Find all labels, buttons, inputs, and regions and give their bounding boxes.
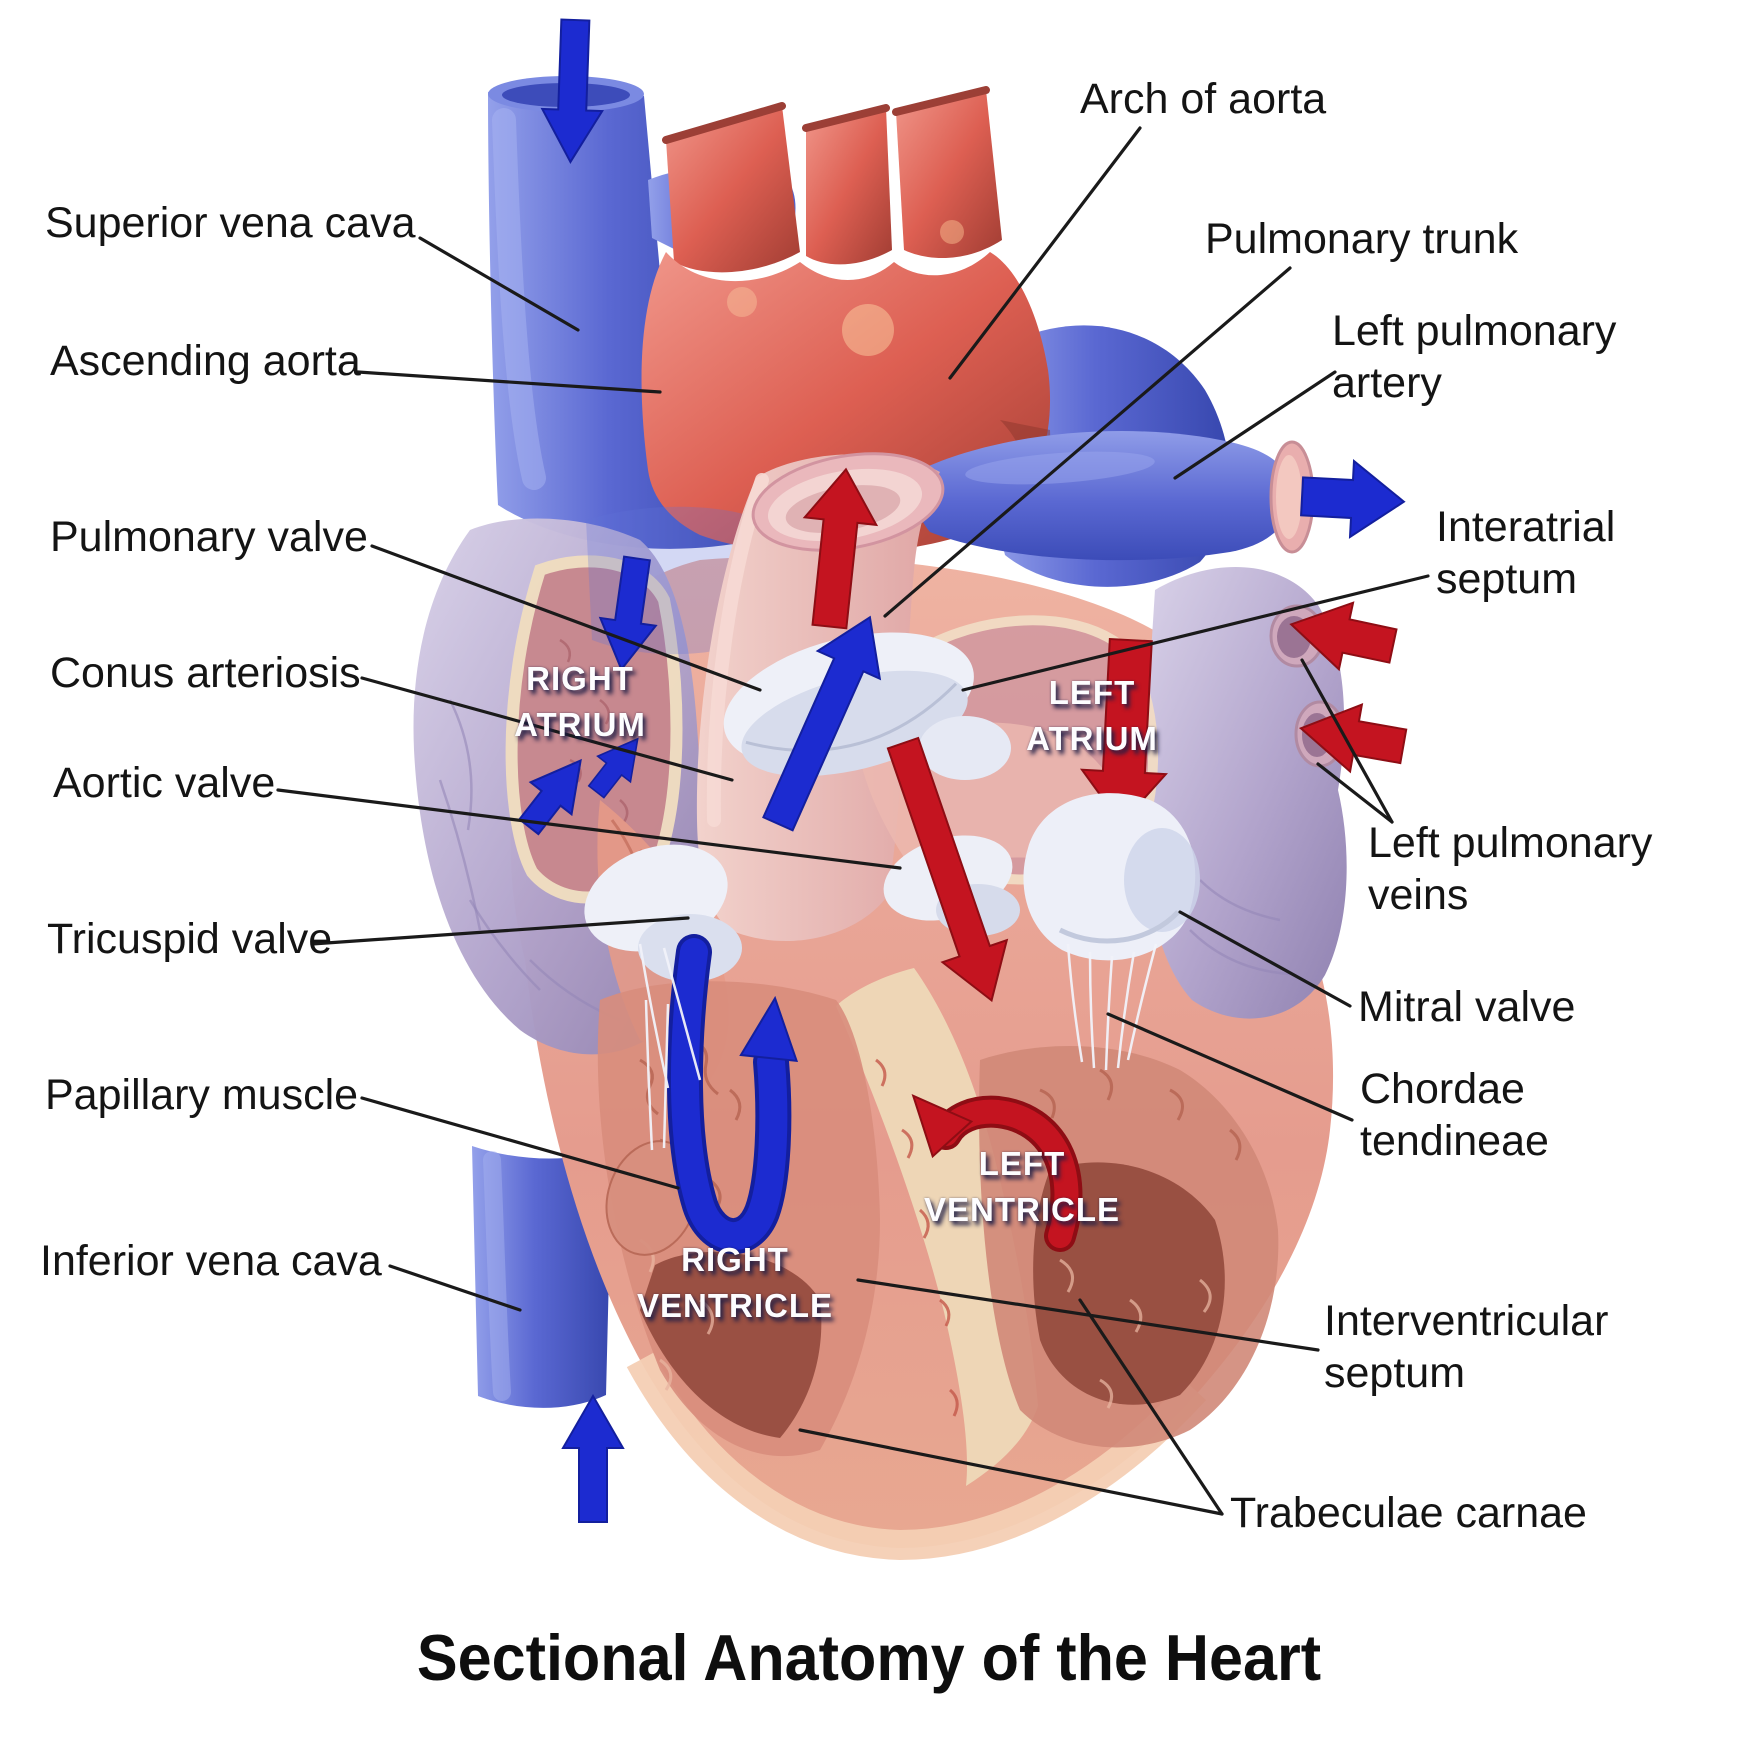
- label-trabeculae-carnae: Trabeculae carnae: [1230, 1489, 1587, 1537]
- leader-interatrial-septum: [961, 574, 1430, 692]
- chamber-label-left-ventricle: LEFT VENTRICLE: [923, 1145, 1120, 1228]
- pulmonary-valve-leaflet: [919, 716, 1011, 780]
- label-superior-vena-cava: Superior vena cava: [45, 199, 416, 247]
- label-left-pulmonary-artery: Left pulmonary artery: [1332, 307, 1617, 407]
- label-arch-of-aorta: Arch of aorta: [1080, 75, 1327, 123]
- chordae-tendineae-strings: [638, 943, 1158, 1151]
- leader-left-pulmonary-veins-1: [1300, 658, 1394, 824]
- label-left-pulmonary-veins: Left pulmonary veins: [1368, 819, 1653, 919]
- leader-left-pulmonary-artery: [1173, 370, 1337, 480]
- leader-interventricular-septum: [856, 1278, 1320, 1352]
- leader-aortic-valve: [276, 788, 902, 870]
- blood-flow-arrow-la-in-upper: [1289, 601, 1398, 672]
- leader-conus-arteriosis: [360, 676, 734, 782]
- label-pulmonary-trunk: Pulmonary trunk: [1205, 215, 1519, 263]
- blood-flow-arrow-svc-in: [540, 18, 604, 164]
- label-pulmonary-valve: Pulmonary valve: [50, 513, 368, 561]
- blood-flow-arrow-ivc-in: [561, 1393, 625, 1523]
- leader-superior-vena-cava: [418, 236, 580, 332]
- figure-title: Sectional Anatomy of the Heart: [416, 1621, 1322, 1694]
- leader-pulmonary-valve: [370, 544, 762, 692]
- label-aortic-valve: Aortic valve: [53, 759, 276, 807]
- leader-ascending-aorta: [356, 370, 662, 394]
- label-tricuspid-valve: Tricuspid valve: [47, 915, 333, 963]
- blood-flow-arrow-lpa-out: [1300, 459, 1406, 539]
- label-interatrial-septum: Interatrial septum: [1436, 503, 1616, 603]
- label-interventricular-septum: Interventricular septum: [1324, 1297, 1609, 1397]
- label-conus-arteriosis: Conus arteriosis: [50, 649, 361, 697]
- blood-flow-arrow-ra-2: [587, 737, 639, 799]
- chamber-label-right-atrium: RIGHT ATRIUM: [514, 660, 646, 743]
- label-chordae-tendineae: Chordae tendineae: [1360, 1065, 1549, 1165]
- label-inferior-vena-cava: Inferior vena cava: [40, 1237, 382, 1285]
- left-pulmonary-artery-vessel: [915, 431, 1315, 561]
- blood-flow-arrow-aortic: [886, 736, 1009, 1003]
- leader-left-pulmonary-veins-2: [1316, 762, 1394, 824]
- blood-flow-arrow-ra-down: [598, 555, 658, 672]
- leader-trabeculae-carnae-1: [1078, 1298, 1224, 1516]
- leader-arch-of-aorta: [948, 126, 1142, 380]
- chamber-label-left-atrium: LEFT ATRIUM: [1026, 674, 1158, 757]
- blood-flow-arrow-ra-1: [518, 758, 582, 836]
- leader-lines: [276, 126, 1430, 1516]
- left-atrium-appendage: [1147, 567, 1347, 1019]
- blood-flow-arrow-lv-loop: [911, 1093, 1083, 1252]
- label-mitral-valve: Mitral valve: [1358, 983, 1576, 1031]
- leader-chordae-tendineae: [1106, 1012, 1354, 1122]
- blood-flow-arrow-rv-loop: [666, 934, 799, 1254]
- leader-trabeculae-carnae-2: [798, 1428, 1224, 1516]
- blood-flow-arrow-trunk-up: [802, 467, 879, 630]
- blood-flow-arrow-la-in-lower: [1298, 702, 1408, 774]
- leader-pulmonary-trunk: [883, 266, 1292, 618]
- leader-inferior-vena-cava: [388, 1264, 522, 1312]
- blood-flow-arrow-la-down: [1079, 637, 1168, 826]
- inferior-vena-cava-vessel: [472, 1146, 612, 1408]
- chamber-label-right-ventricle: RIGHT VENTRICLE: [636, 1241, 833, 1324]
- leader-tricuspid-valve: [310, 916, 690, 946]
- leader-papillary-muscle: [360, 1096, 680, 1190]
- mitral-valve-shape: [1023, 793, 1200, 961]
- leader-mitral-valve: [1178, 910, 1352, 1008]
- blood-flow-arrow-pulmonary-valve: [762, 615, 882, 832]
- interventricular-septum-band: [836, 968, 1038, 1486]
- label-ascending-aorta: Ascending aorta: [50, 337, 361, 385]
- label-papillary-muscle: Papillary muscle: [45, 1071, 359, 1119]
